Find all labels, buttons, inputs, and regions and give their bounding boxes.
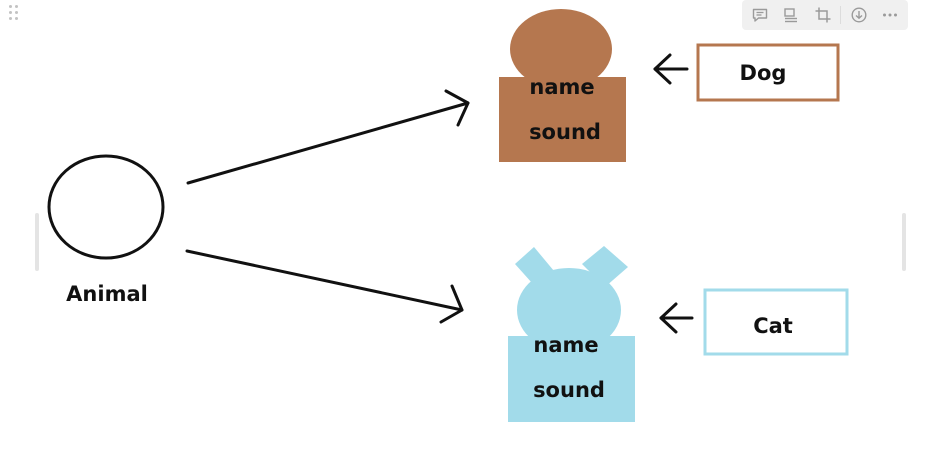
resize-handle-right[interactable]	[902, 213, 906, 271]
cat-head	[517, 268, 621, 352]
cat-figure: name sound	[508, 246, 635, 422]
dog-figure: name sound	[499, 9, 626, 162]
dog-field-name: name	[529, 75, 594, 99]
cat-right-ear	[582, 246, 628, 287]
arrow-cat-instance	[659, 302, 694, 334]
arrow-dog-instance	[653, 53, 689, 85]
dog-instance-label: Dog	[740, 61, 787, 85]
arrow-animal-to-cat	[185, 249, 464, 324]
crop-icon[interactable]	[809, 2, 837, 28]
arrow-animal-to-dog	[186, 89, 470, 185]
dog-instance-box	[696, 43, 840, 102]
dog-body	[499, 77, 626, 162]
resize-handle-left[interactable]	[35, 213, 39, 271]
download-icon[interactable]	[845, 2, 873, 28]
image-toolbar	[742, 0, 908, 30]
drag-handle-icon[interactable]	[8, 4, 20, 20]
align-icon[interactable]	[777, 2, 805, 28]
cat-field-sound: sound	[533, 378, 605, 402]
cat-instance-box	[703, 288, 849, 356]
more-icon[interactable]	[876, 2, 904, 28]
animal-circle	[47, 154, 165, 260]
cat-instance-label: Cat	[753, 314, 793, 338]
cat-field-name: name	[533, 333, 598, 357]
cat-body	[508, 336, 635, 422]
toolbar-divider	[840, 6, 842, 24]
animal-label: Animal	[66, 282, 148, 306]
comment-icon[interactable]	[746, 2, 774, 28]
dog-field-sound: sound	[529, 120, 601, 144]
dog-head	[510, 9, 612, 89]
